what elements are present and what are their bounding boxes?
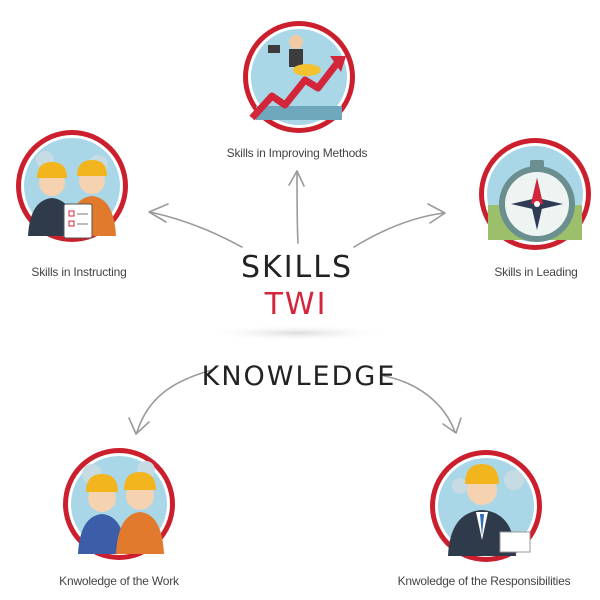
label-improving-methods: Skills in Improving Methods	[226, 146, 368, 160]
node-instructing	[16, 130, 128, 242]
arrow-right	[353, 212, 445, 248]
label-leading: Skills in Leading	[494, 265, 578, 279]
arrows	[128, 170, 462, 435]
label-work: Knwoledge of the Work	[59, 574, 179, 588]
arrow-left	[149, 211, 243, 248]
manager-icon	[448, 464, 531, 556]
arrow-up	[296, 171, 299, 244]
arrow-down-right	[383, 375, 456, 433]
knowledge-title: KNOWLEDGE	[201, 361, 397, 392]
label-responsibilities: Knwoledge of the Responsibilities	[397, 574, 571, 588]
instructor-workers-icon	[28, 151, 116, 239]
growth-chart-icon	[249, 35, 346, 121]
center-shadow	[203, 325, 393, 341]
node-leading	[479, 138, 591, 250]
workers-icon	[78, 461, 164, 554]
arrow-down-left	[136, 369, 213, 433]
label-instructing: Skills in Instructing	[31, 265, 127, 279]
node-improving-methods	[243, 21, 355, 133]
node-work	[63, 448, 175, 560]
node-responsibilities	[430, 450, 542, 562]
twi-title: TWI	[264, 287, 328, 322]
compass-icon	[488, 160, 582, 242]
skills-title: SKILLS	[240, 250, 354, 285]
